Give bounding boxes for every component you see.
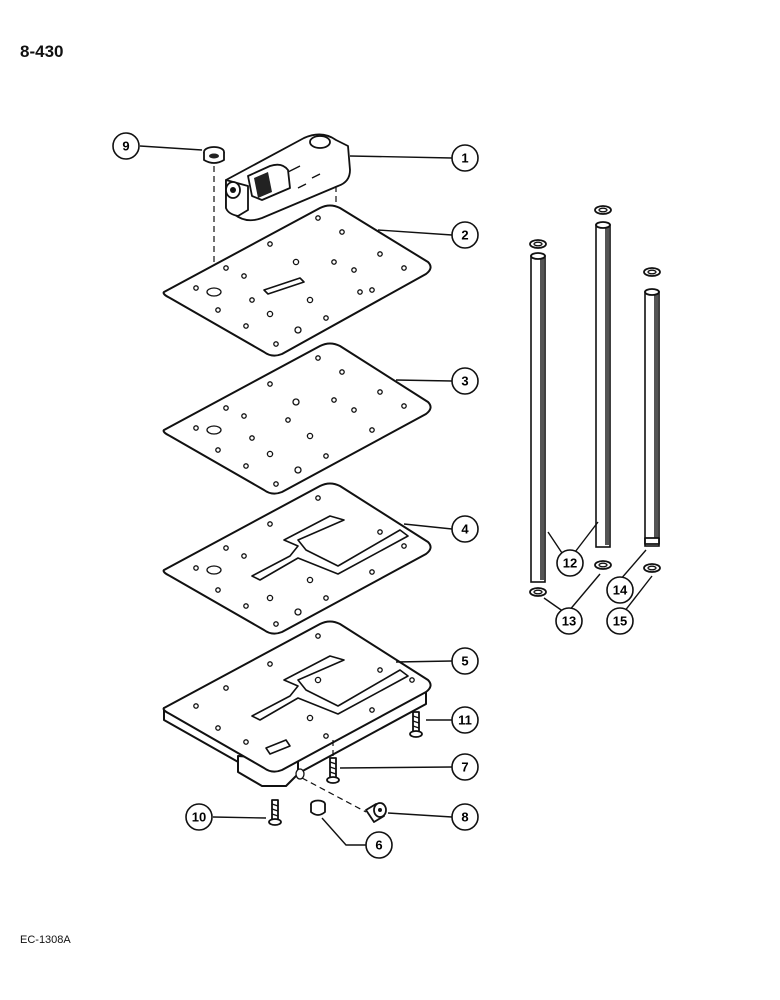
callout-4: 4 xyxy=(451,515,479,543)
svg-text:7: 7 xyxy=(461,760,468,775)
callout-14: 14 xyxy=(606,576,634,604)
leader-lines xyxy=(139,145,653,846)
svg-text:4: 4 xyxy=(461,522,469,537)
svg-text:8: 8 xyxy=(461,810,468,825)
page-number: 8-430 xyxy=(20,42,64,61)
callout-5: 5 xyxy=(451,647,479,675)
callout-8: 8 xyxy=(451,803,479,831)
svg-text:11: 11 xyxy=(458,713,472,728)
part-1-valve-housing xyxy=(225,133,351,222)
svg-text:3: 3 xyxy=(461,374,468,389)
part-5-valve-body xyxy=(162,620,432,787)
part-12-tube-left xyxy=(530,252,546,583)
svg-text:14: 14 xyxy=(613,583,628,598)
document-code: EC-1308A xyxy=(20,934,71,946)
part-2-separator-plate xyxy=(162,204,432,357)
svg-text:6: 6 xyxy=(375,838,382,853)
callout-10: 10 xyxy=(185,803,213,831)
part-14-tube-right xyxy=(644,288,660,547)
callout-12: 12 xyxy=(556,549,584,577)
part-7-bolt xyxy=(326,757,340,784)
part-6-plug xyxy=(310,799,326,816)
svg-text:1: 1 xyxy=(461,151,468,166)
callout-6: 6 xyxy=(365,831,393,859)
callout-11: 11 xyxy=(451,706,479,734)
callout-1: 1 xyxy=(451,144,479,172)
callout-7: 7 xyxy=(451,753,479,781)
svg-text:9: 9 xyxy=(122,139,129,154)
part-8-plug xyxy=(365,802,387,823)
part-11-bolt xyxy=(409,711,423,738)
svg-text:12: 12 xyxy=(563,556,577,571)
part-12-tube-middle xyxy=(595,221,611,548)
part-4-channel-plate xyxy=(162,482,432,635)
callout-13: 13 xyxy=(555,607,583,635)
part-10-bolt xyxy=(268,799,282,826)
callout-9: 9 xyxy=(112,132,140,160)
o-rings xyxy=(529,205,661,597)
svg-text:13: 13 xyxy=(562,614,576,629)
callout-2: 2 xyxy=(451,221,479,249)
part-3-gasket xyxy=(162,342,432,495)
callout-3: 3 xyxy=(451,367,479,395)
svg-text:2: 2 xyxy=(461,228,468,243)
part-9-plug xyxy=(203,146,225,164)
callout-15: 15 xyxy=(606,607,634,635)
svg-text:5: 5 xyxy=(461,654,468,669)
svg-text:10: 10 xyxy=(192,810,206,825)
svg-text:15: 15 xyxy=(613,614,627,629)
